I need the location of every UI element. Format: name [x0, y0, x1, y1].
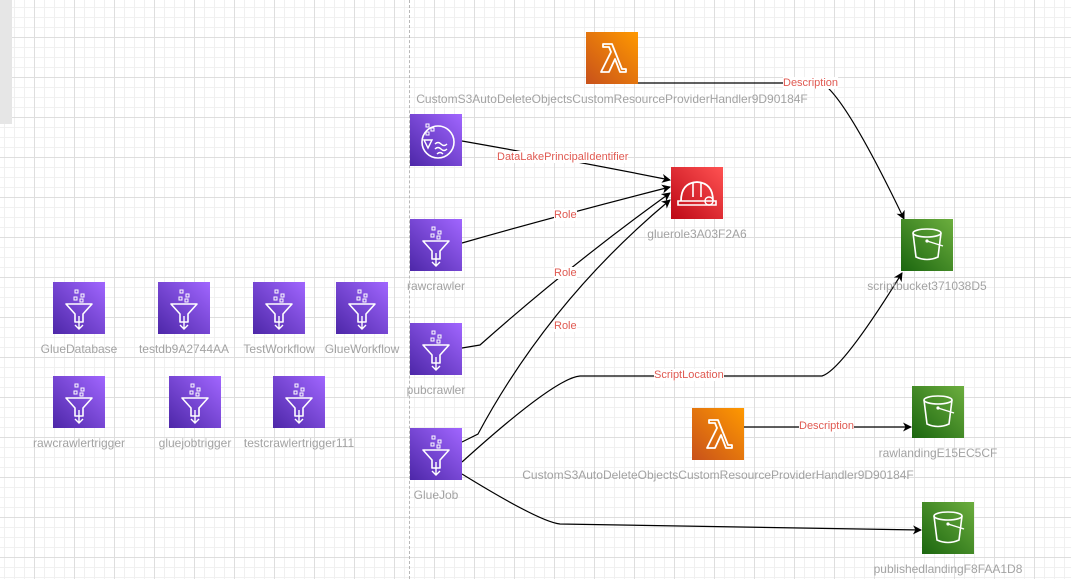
node-label: CustomS3AutoDeleteObjectsCustomResourceP… [416, 92, 808, 106]
node-label: rawcrawlertrigger [32, 436, 126, 450]
glue-icon [253, 282, 305, 334]
node-label: pubcrawler [406, 383, 466, 397]
glue-icon [273, 376, 325, 428]
edge-label-description: Description [783, 77, 839, 89]
node-label: GlueDatabase [40, 342, 118, 356]
edge-gluejob-to-scriptbucket[interactable] [461, 272, 903, 463]
edge-label-role: Role [554, 209, 577, 221]
edge-label-role: Role [554, 320, 577, 332]
glue-icon [336, 282, 388, 334]
edge-gluejob-to-publishedlanding[interactable] [461, 473, 922, 535]
glue-icon [410, 219, 462, 271]
s3-bucket-icon [922, 502, 974, 554]
vertical-scrollbar[interactable] [0, 0, 12, 124]
s3-bucket-icon [901, 219, 953, 271]
node-label: gluerole3A03F2A6 [647, 227, 747, 241]
glue-icon [410, 428, 462, 480]
glue-icon [169, 376, 221, 428]
glue-icon [158, 282, 210, 334]
lambda-icon [692, 408, 744, 460]
node-label: TestWorkflow [243, 342, 315, 356]
edge-gluejob-to-gluerole[interactable] [461, 199, 671, 443]
lambda-icon [586, 32, 638, 84]
glue-icon [53, 376, 105, 428]
node-label: testdb9A2744AA [138, 342, 230, 356]
node-label: testcrawlertrigger111 [243, 436, 355, 450]
edge-label-scriptlocation: ScriptLocation [654, 369, 724, 381]
glue-icon [410, 323, 462, 375]
s3-bucket-icon [912, 386, 964, 438]
node-label: CustomS3AutoDeleteObjectsCustomResourceP… [522, 468, 914, 482]
edge-label-datalakeprincipalidentifier: DataLakePrincipalIdentifier [497, 151, 629, 163]
edge-label-description: Description [799, 420, 855, 432]
node-label: publishedlandingF8FAA1D8 [873, 562, 1023, 576]
node-label: GlueWorkflow [324, 342, 400, 356]
node-label: scriptbucket371038D5 [867, 279, 987, 293]
node-label: rawcrawler [406, 279, 465, 293]
page-break-line [409, 0, 410, 579]
edge-label-role: Role [554, 267, 577, 279]
node-label: GlueJob [413, 488, 459, 502]
iam-role-helmet-icon [671, 167, 723, 219]
node-label: gluejobtrigger [158, 436, 232, 450]
lake-formation-icon [410, 114, 462, 166]
node-label: rawlandingE15EC5CF [878, 446, 998, 460]
glue-icon [53, 282, 105, 334]
